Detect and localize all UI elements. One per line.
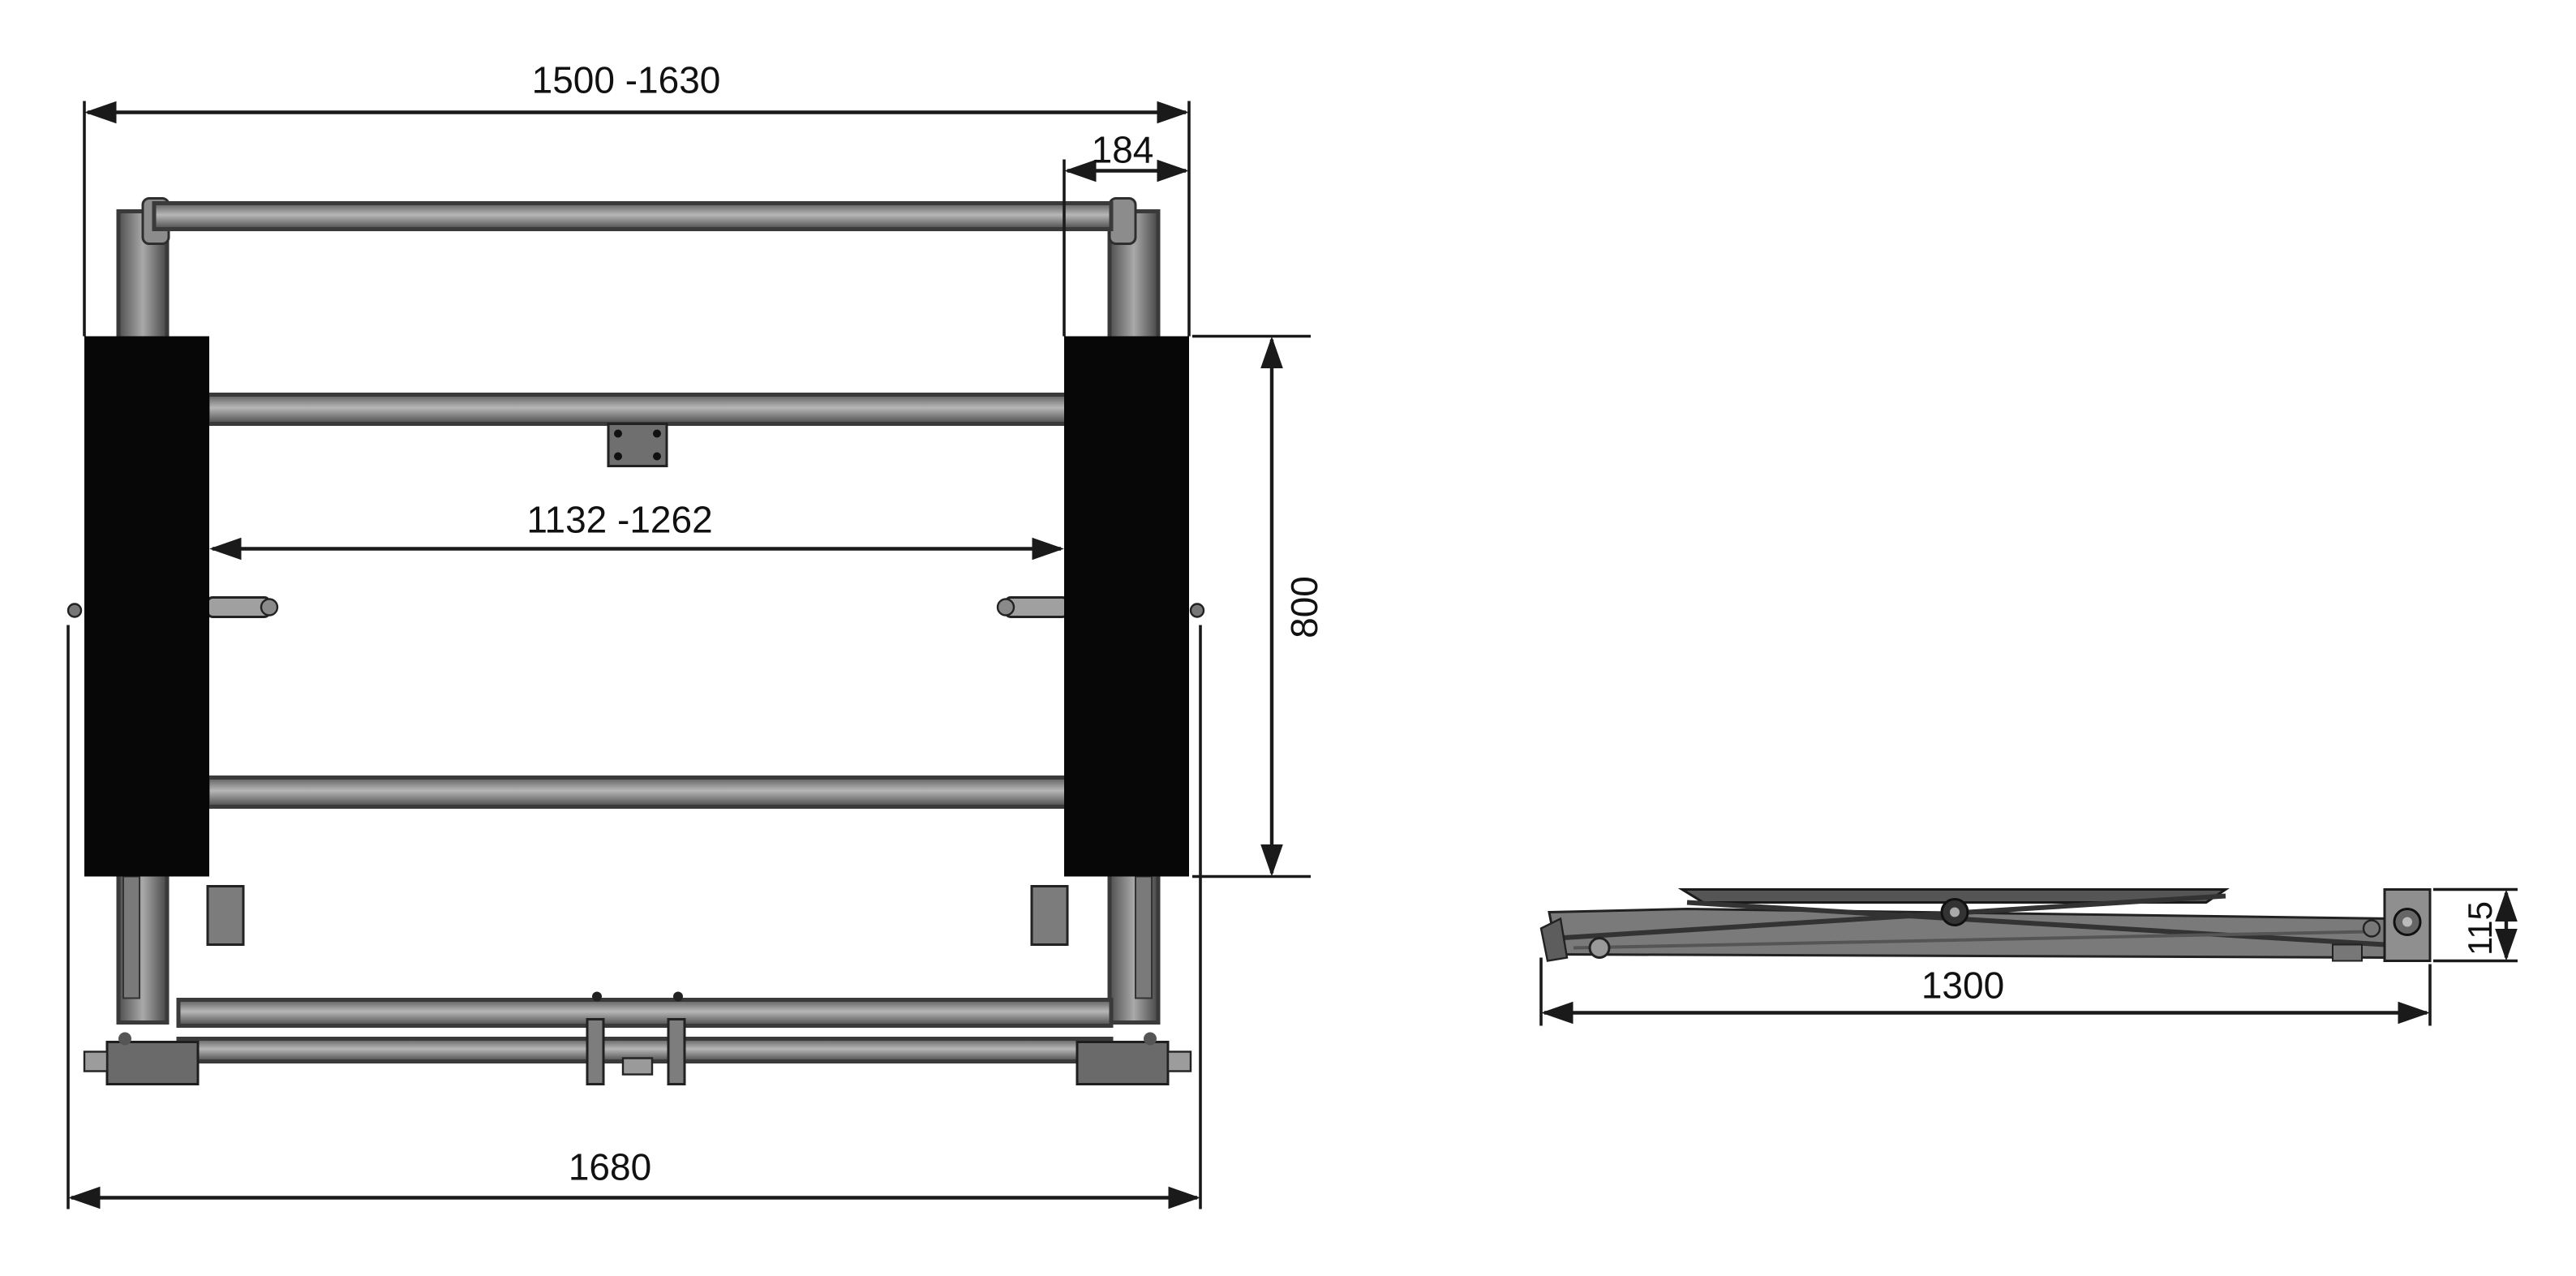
side-end-block bbox=[2332, 888, 2432, 962]
inner-span-label: 1132 -1262 bbox=[526, 499, 712, 541]
bottom-crossbar bbox=[176, 998, 1114, 1028]
overall-width-label: 1500 -1630 bbox=[532, 59, 721, 101]
side-view: 1300 115 bbox=[1539, 887, 2518, 1026]
lower-crossbar bbox=[205, 775, 1070, 809]
top-crossbar bbox=[152, 201, 1114, 231]
dimension-side-height: 115 bbox=[2433, 887, 2518, 963]
left-pin bbox=[206, 596, 279, 618]
right-foot bbox=[1075, 1032, 1192, 1085]
dimension-pad-length: 800 bbox=[1192, 334, 1325, 879]
side-length-label: 1300 bbox=[1921, 965, 2004, 1007]
right-bracket bbox=[1030, 885, 1069, 946]
dimension-overall-width: 1500 -1630 bbox=[83, 59, 1191, 337]
center-clamp bbox=[586, 991, 686, 1085]
side-top-plate bbox=[1677, 888, 2230, 904]
pad-width-label: 184 bbox=[1092, 129, 1154, 171]
pad-length-label: 800 bbox=[1283, 576, 1325, 638]
left-foot bbox=[83, 1032, 200, 1085]
right-pin bbox=[996, 596, 1069, 618]
left-pad bbox=[84, 336, 209, 877]
side-height-label: 115 bbox=[2461, 901, 2499, 956]
mounting-plate bbox=[607, 423, 668, 467]
right-pad bbox=[1064, 336, 1189, 877]
dimension-pad-width: 184 bbox=[1063, 129, 1189, 337]
upper-crossbar bbox=[205, 393, 1070, 426]
dimension-side-length: 1300 bbox=[1539, 957, 2432, 1026]
plan-view: 1500 -1630 184 1132 -1262 800 1680 bbox=[67, 59, 1325, 1209]
left-bracket bbox=[206, 885, 245, 946]
base-width-label: 1680 bbox=[569, 1146, 651, 1188]
dimension-inner-span: 1132 -1262 bbox=[209, 499, 1064, 561]
dimension-base-width: 1680 bbox=[67, 625, 1202, 1209]
